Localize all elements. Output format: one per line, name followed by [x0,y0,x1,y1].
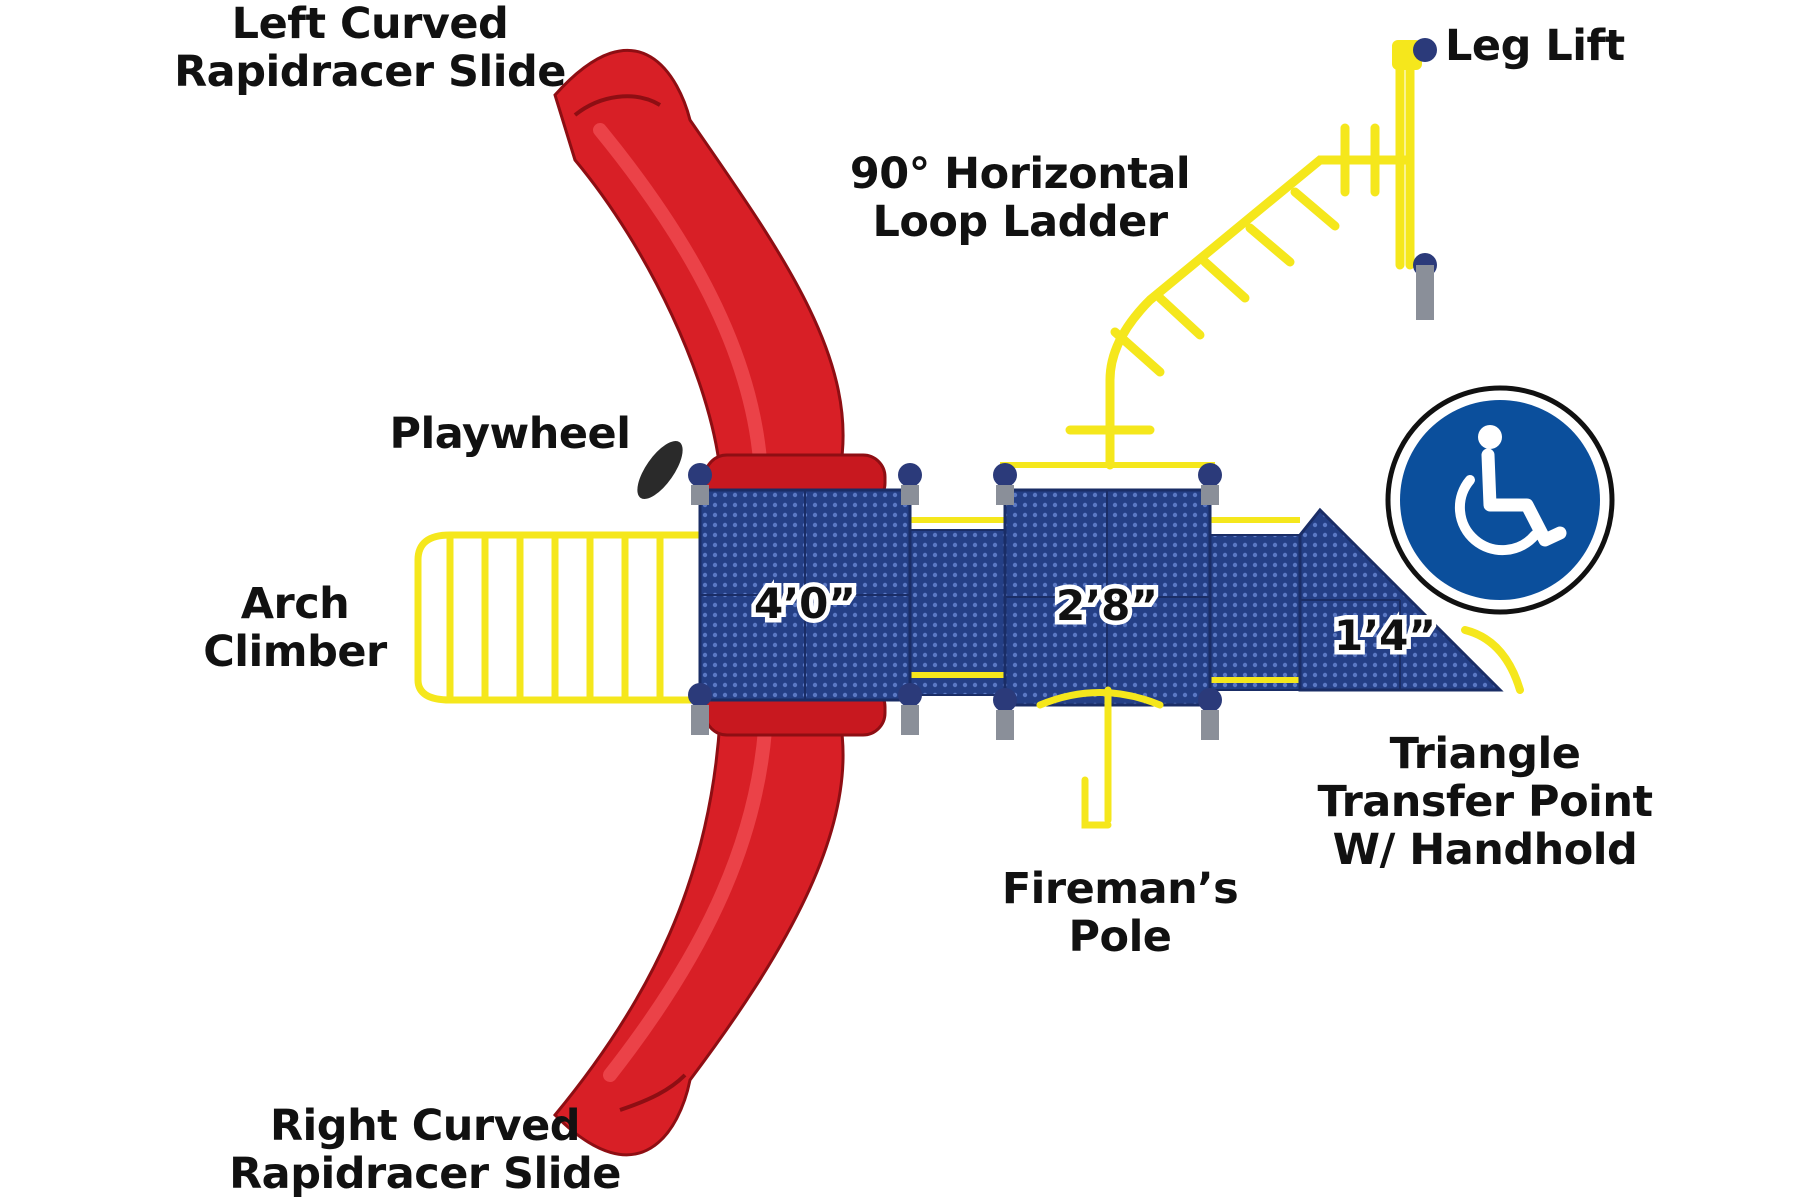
post [898,683,922,735]
label-arch-climber: Arch Climber [190,580,400,676]
label-line: W/ Handhold [1332,825,1638,875]
label-line: Rapidracer Slide [174,47,566,97]
label-line: Triangle [1389,729,1581,779]
label-line: Leg Lift [1445,21,1625,71]
walkway-1 [909,517,1006,696]
label-right-curved-slide: Right Curved Rapidracer Slide [215,1102,635,1198]
post [1198,463,1222,505]
label-firemans-pole: Fireman’s Pole [990,865,1250,961]
wheelchair-accessible-icon [1385,385,1615,615]
label-line: Pole [1068,912,1172,962]
deck-height-label-3: 1’4” [1334,611,1436,660]
label-line: Left Curved [231,0,509,49]
post [898,463,922,505]
deck-4ft [698,488,912,702]
post [688,463,712,505]
deck-2ft8in [1000,462,1215,707]
right-curved-slide [552,683,887,1157]
deck-height-label-1: 4’0” [754,579,856,628]
loop-ladder [1065,50,1415,470]
post [993,463,1017,505]
label-line: Fireman’s [1001,864,1239,914]
leg-lift [1392,38,1437,320]
label-line: Playwheel [389,409,631,459]
walkway-2 [1209,517,1301,691]
label-line: Loop Ladder [872,197,1168,247]
posts [688,463,1222,740]
label-left-curved-slide: Left Curved Rapidracer Slide [160,0,580,96]
deck-height-label-2: 2’8” [1056,581,1158,630]
label-leg-lift: Leg Lift [1445,22,1665,70]
label-playwheel: Playwheel [380,410,640,458]
playwheel [637,441,683,499]
label-triangle-transfer-point: Triangle Transfer Point W/ Handhold [1290,730,1680,874]
post [1198,688,1222,740]
post [993,688,1017,740]
label-line: Climber [203,627,387,677]
arch-climber [414,531,700,704]
firemans-pole [1036,686,1164,829]
triangle-transfer-point [1290,507,1524,694]
label-line: Transfer Point [1317,777,1653,827]
label-line: Arch [240,579,350,629]
post [688,683,712,735]
label-line: Rapidracer Slide [229,1149,621,1199]
label-loop-ladder: 90° Horizontal Loop Ladder [830,150,1210,246]
label-line: Right Curved [269,1101,581,1151]
label-line: 90° Horizontal [849,149,1191,199]
